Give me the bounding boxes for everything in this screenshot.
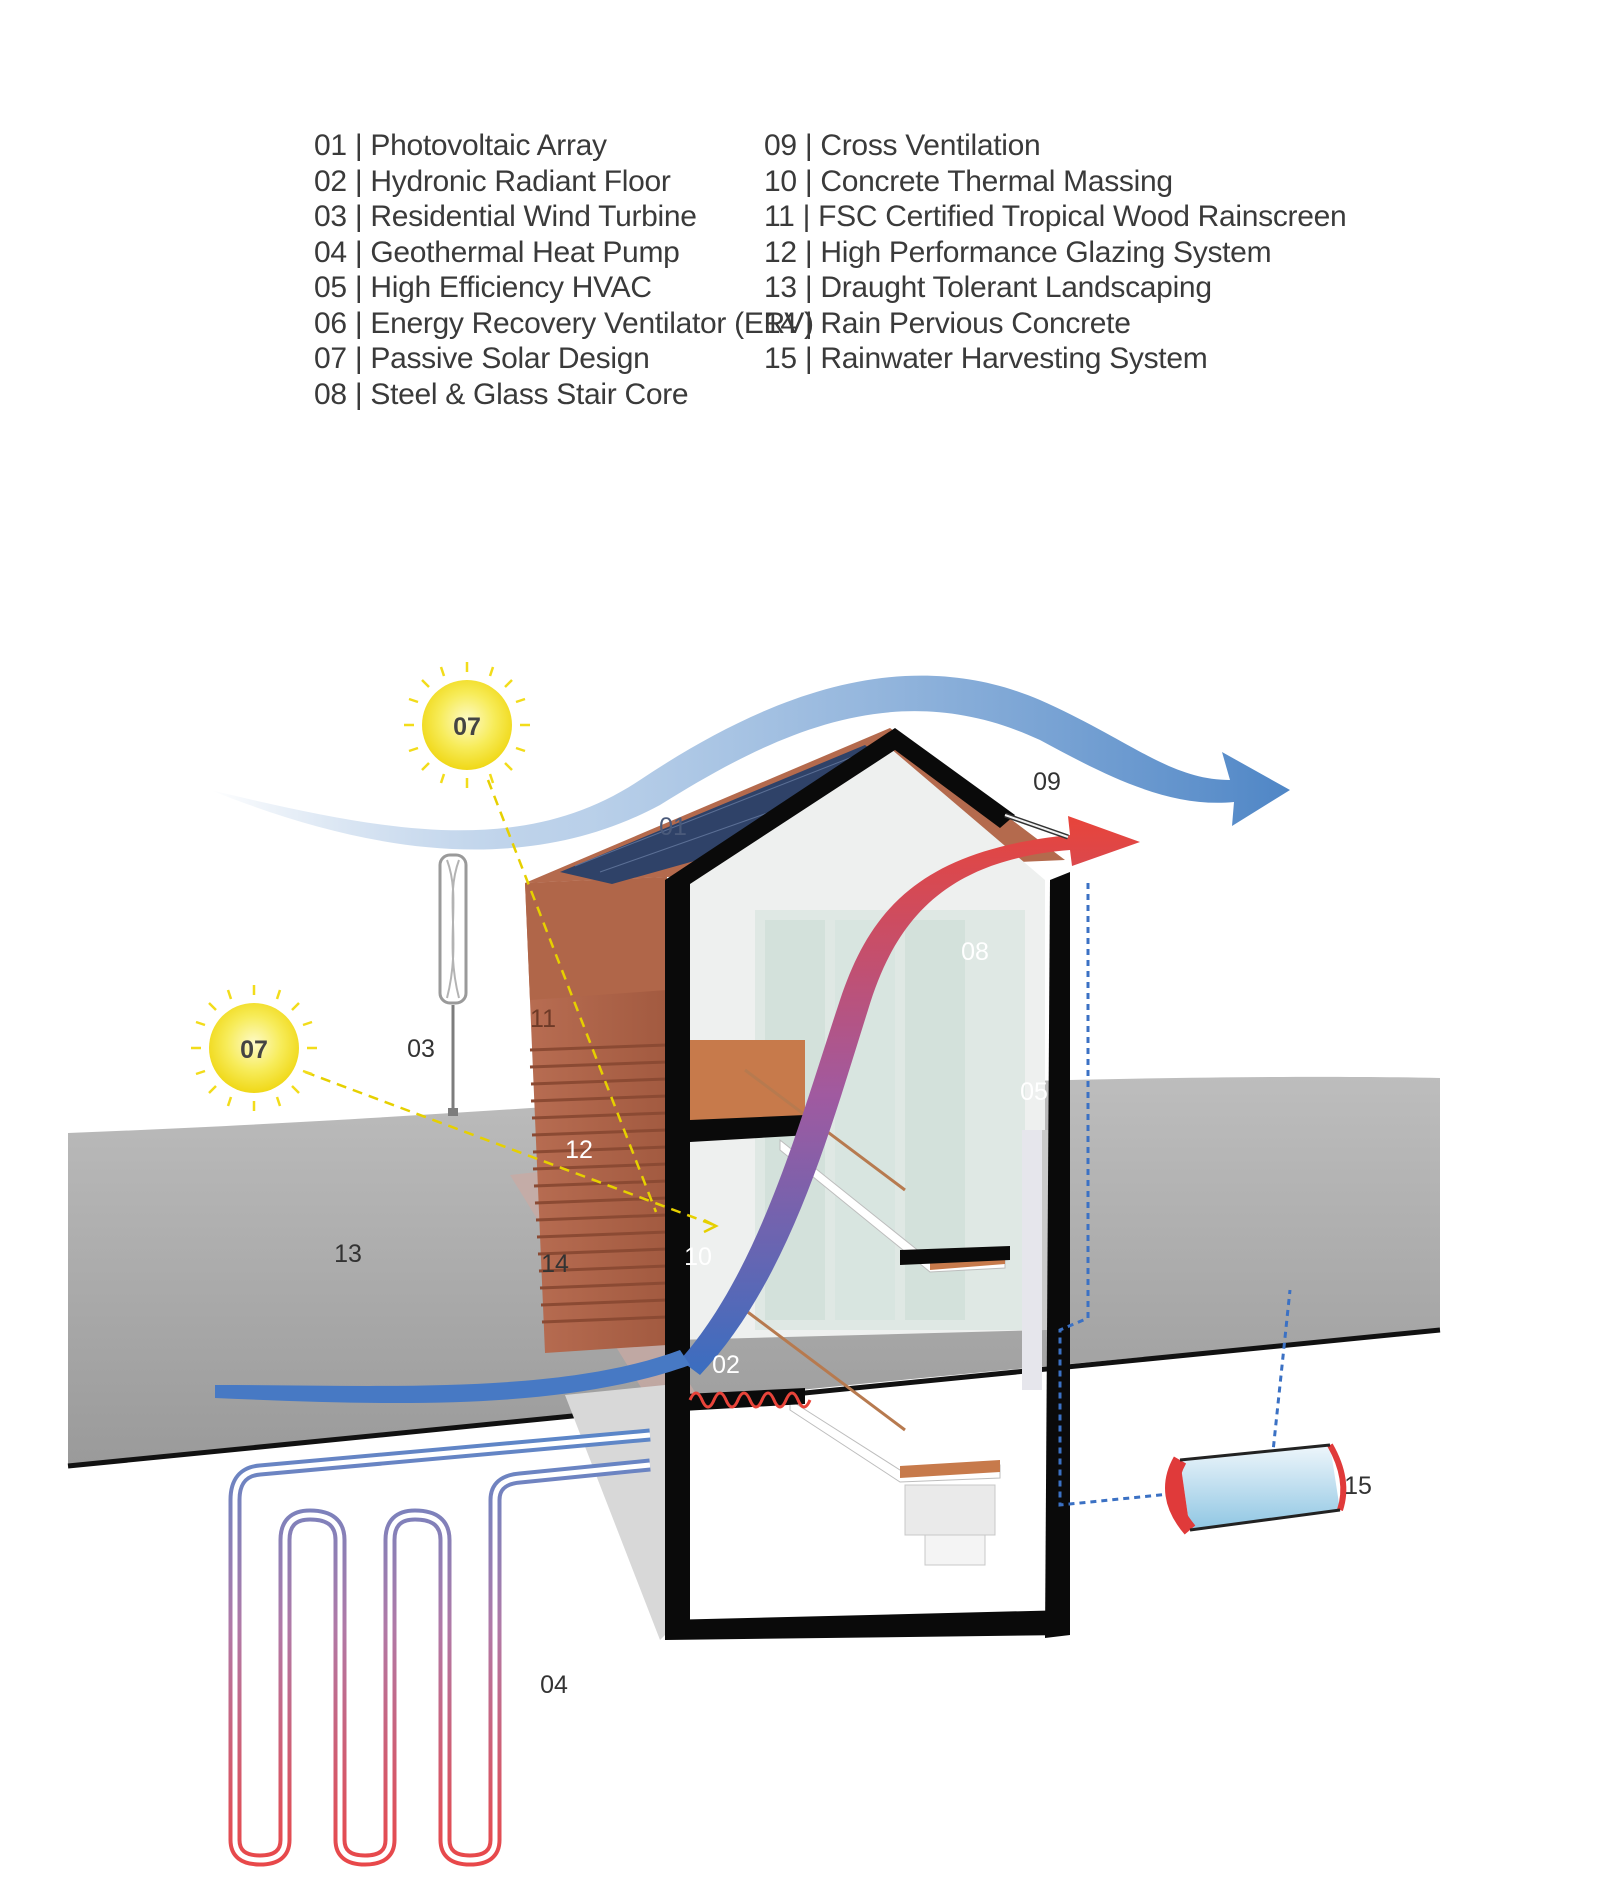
legend-item-number: 08 bbox=[314, 377, 347, 411]
legend-separator: | bbox=[804, 342, 813, 375]
callout-11: 11 bbox=[530, 1005, 556, 1033]
wind-turbine bbox=[438, 853, 468, 1116]
legend-separator: | bbox=[804, 129, 813, 162]
legend-item-label: Concrete Thermal Massing bbox=[820, 164, 1173, 198]
section-cut-structure bbox=[665, 728, 1070, 1640]
legend-separator: | bbox=[804, 271, 813, 304]
callout-10: 10 bbox=[684, 1243, 712, 1271]
sun-upper bbox=[404, 662, 530, 788]
legend-item-07: 07 | Passive Solar Design bbox=[314, 341, 814, 377]
legend-separator: | bbox=[354, 306, 363, 340]
legend-item-number: 14 bbox=[764, 306, 797, 340]
legend-item-03: 03 | Residential Wind Turbine bbox=[314, 199, 814, 235]
legend-item-number: 12 bbox=[764, 235, 797, 269]
legend-item-09: 09 | Cross Ventilation bbox=[764, 128, 1346, 164]
callout-05: 05 bbox=[1020, 1078, 1048, 1106]
legend-separator: | bbox=[804, 306, 813, 340]
legend-item-04: 04 | Geothermal Heat Pump bbox=[314, 235, 814, 271]
legend-separator: | bbox=[354, 342, 363, 375]
legend-separator: | bbox=[354, 164, 363, 198]
legend-item-label: Geothermal Heat Pump bbox=[370, 235, 680, 269]
legend-item-01: 01 | Photovoltaic Array bbox=[314, 128, 814, 164]
legend-item-10: 10 | Concrete Thermal Massing bbox=[764, 164, 1346, 200]
legend-separator: | bbox=[802, 200, 811, 233]
legend-item-13: 13 | Draught Tolerant Landscaping bbox=[764, 270, 1346, 306]
rainwater-pipe bbox=[1058, 883, 1292, 1507]
callout-09: 09 bbox=[1033, 768, 1061, 796]
legend-item-11: 11 | FSC Certified Tropical Wood Rainscr… bbox=[764, 199, 1347, 235]
callout-07-upper: 07 bbox=[453, 713, 481, 741]
legend-item-08: 08 | Steel & Glass Stair Core bbox=[314, 377, 814, 413]
legend-item-05: 05 | High Efficiency HVAC bbox=[314, 270, 814, 306]
callout-14: 14 bbox=[541, 1250, 569, 1278]
legend-item-14: 14 | Rain Pervious Concrete bbox=[764, 306, 1346, 342]
legend-separator: | bbox=[354, 377, 363, 411]
legend-item-02: 02 | Hydronic Radiant Floor bbox=[314, 164, 814, 200]
callout-07-lower: 07 bbox=[240, 1036, 268, 1064]
cool-air-inlet-flow bbox=[215, 1350, 690, 1404]
legend-item-label: Photovoltaic Array bbox=[370, 129, 607, 162]
legend-item-12: 12 | High Performance Glazing System bbox=[764, 235, 1346, 271]
legend-item-label: Hydronic Radiant Floor bbox=[370, 164, 671, 198]
legend-item-number: 07 bbox=[314, 342, 347, 375]
legend-item-number: 05 bbox=[314, 271, 347, 304]
callout-12: 12 bbox=[565, 1136, 593, 1164]
legend-item-number: 13 bbox=[764, 271, 797, 304]
legend-item-15: 15 | Rainwater Harvesting System bbox=[764, 341, 1346, 377]
legend-item-number: 03 bbox=[314, 200, 347, 233]
callout-03: 03 bbox=[407, 1035, 435, 1063]
legend-item-label: Cross Ventilation bbox=[820, 129, 1041, 162]
legend-item-06: 06 | Energy Recovery Ventilator (ERV) bbox=[314, 306, 814, 342]
glazing-louvres bbox=[529, 1043, 668, 1324]
legend-item-number: 15 bbox=[764, 342, 797, 375]
callout-08: 08 bbox=[961, 938, 989, 966]
warm-air-stack-flow bbox=[680, 816, 1140, 1375]
legend-item-number: 04 bbox=[314, 235, 347, 269]
legend-separator: | bbox=[354, 200, 363, 233]
erv-unit bbox=[904, 1484, 996, 1566]
rainwater-tank bbox=[1165, 1443, 1347, 1535]
callout-02: 02 bbox=[712, 1351, 740, 1379]
operable-roof-vent bbox=[1004, 812, 1069, 840]
callout-01: 01 bbox=[659, 813, 687, 841]
hydronic-radiant-floor bbox=[688, 1391, 812, 1409]
callout-13: 13 bbox=[334, 1240, 362, 1268]
legend-item-number: 01 bbox=[314, 129, 347, 162]
legend-separator: | bbox=[354, 235, 363, 269]
legend-separator: | bbox=[804, 235, 813, 269]
legend-item-label: Draught Tolerant Landscaping bbox=[820, 271, 1212, 304]
callout-15: 15 bbox=[1344, 1472, 1372, 1500]
legend-item-label: Rain Pervious Concrete bbox=[820, 306, 1131, 340]
geothermal-loop bbox=[228, 1428, 651, 1867]
legend-item-number: 06 bbox=[314, 306, 347, 340]
legend-item-label: Rainwater Harvesting System bbox=[820, 342, 1208, 375]
legend-item-number: 02 bbox=[314, 164, 347, 198]
legend-item-number: 11 bbox=[764, 200, 795, 233]
legend-item-label: Residential Wind Turbine bbox=[370, 200, 697, 233]
callout-06: 06 bbox=[887, 1540, 915, 1568]
legend-item-label: Energy Recovery Ventilator (ERV) bbox=[370, 306, 814, 340]
solar-rays bbox=[304, 779, 719, 1234]
callout-04: 04 bbox=[540, 1671, 568, 1699]
sun-lower bbox=[191, 985, 317, 1111]
legend-item-number: 10 bbox=[764, 164, 797, 198]
legend-item-label: FSC Certified Tropical Wood Rainscreen bbox=[818, 200, 1347, 233]
legend-item-label: Steel & Glass Stair Core bbox=[370, 377, 689, 411]
legend-item-number: 09 bbox=[764, 129, 797, 162]
building-section-interior bbox=[675, 748, 1053, 1390]
basement-shell bbox=[565, 1385, 665, 1640]
legend-item-label: High Performance Glazing System bbox=[820, 235, 1272, 269]
legend-separator: | bbox=[804, 164, 813, 198]
legend-separator: | bbox=[354, 271, 363, 304]
legend-item-label: Passive Solar Design bbox=[370, 342, 650, 375]
legend-item-label: High Efficiency HVAC bbox=[370, 271, 652, 304]
cross-ventilation-airflow bbox=[210, 675, 1290, 850]
legend-separator: | bbox=[354, 129, 363, 162]
